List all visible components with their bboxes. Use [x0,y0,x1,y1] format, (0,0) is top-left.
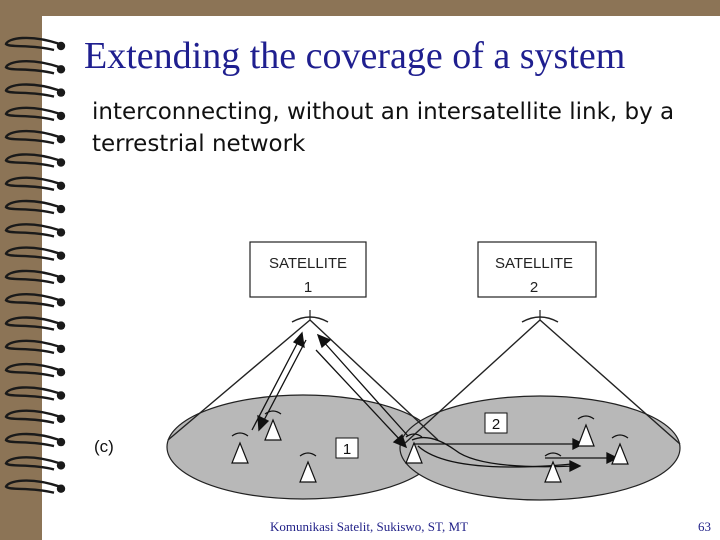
satellite-box-1 [249,241,367,298]
spiral-ring [4,176,66,191]
spiral-ring [4,153,66,168]
spiral-ring [4,106,66,122]
earth-station-3-dish [299,452,317,457]
zone-label-box-2 [484,412,508,434]
satellite-box-2 [477,241,597,298]
earth-station-2 [264,418,282,441]
zone-label-1: 1 [343,441,351,458]
spiral-ring [4,269,66,285]
earth-station-6-dish [611,434,629,439]
satellite-number-1: 1 [304,279,312,296]
panel-label: (c) [94,437,114,456]
earth-station-7-dish [544,452,562,457]
spiral-ring [4,199,66,215]
slide-title: Extending the coverage of a system [84,35,626,77]
spiral-ring [4,130,66,145]
zone-label-2: 2 [492,416,500,433]
earth-station-1 [231,441,249,464]
spiral-ring [4,36,66,52]
beam-edge-2-right [539,319,681,445]
terrestrial-link-a-arrowhead [569,459,582,473]
beam-edge-2-left [403,319,541,445]
spiral-ring [4,409,66,424]
satellite-label-2: SATELLITE [495,255,573,272]
terrestrial-link-b [417,445,573,468]
spiral-ring [4,293,66,308]
spiral-ring [4,223,66,238]
spiral-ring [4,339,66,355]
spiral-ring [4,246,66,261]
slide-footer: Komunikasi Satelit, Sukiswo, ST, MT [270,519,469,534]
link-up-1 [251,337,301,431]
earth-station-2-dish [264,410,282,415]
earth-station-3 [299,460,317,483]
link-up-2-arrowhead [316,333,332,349]
spiral-ring [4,386,66,401]
earth-station-6 [611,442,629,465]
link-down-1-arrowhead [257,414,270,432]
satellite-number-2: 2 [530,279,538,296]
spiral-ring [4,479,66,494]
spiral-ring [4,316,66,331]
spiral-binding [4,36,66,494]
slide-subtitle: interconnecting, without an intersatelli… [92,99,675,157]
beam-edge-1-left [167,319,311,441]
spiral-ring [4,60,66,75]
spiral-ring [4,456,66,471]
coverage-zone-1 [166,394,440,500]
earth-station-4-dish [405,433,423,438]
earth-station-7 [544,460,562,483]
link-down-1 [261,339,307,425]
link-up-1-arrowhead [292,331,305,349]
link-up-2 [321,339,409,437]
zone-label-box-1 [335,437,359,459]
spiral-ring [4,363,66,378]
spiral-ring [4,83,66,98]
earth-station-1-dish [231,432,249,437]
page-number: 63 [698,519,711,534]
earth-station-4 [405,441,423,464]
spiral-ring [4,432,66,448]
earth-station-5-dish [577,415,595,420]
link-down-2-arrowhead [392,433,408,449]
earth-station-5 [577,423,595,447]
terrestrial-link-d-arrowhead [606,451,619,465]
link-down-2 [315,349,403,443]
beam-edge-1-right [309,319,439,441]
coverage-zone-2 [399,395,681,501]
satellite-label-1: SATELLITE [269,255,347,272]
